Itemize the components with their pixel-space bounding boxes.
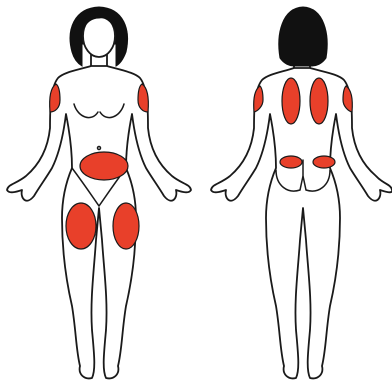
back-left-upper-back-marker bbox=[282, 78, 300, 124]
back-body-outline bbox=[211, 68, 392, 378]
back-right-upper-back-marker bbox=[310, 78, 328, 124]
front-body-outline bbox=[7, 66, 191, 378]
back-left-lower-back-marker bbox=[280, 156, 302, 168]
back-right-lower-back-marker bbox=[313, 156, 335, 168]
front-figure bbox=[7, 7, 191, 378]
front-abdomen-marker bbox=[80, 152, 128, 180]
back-figure bbox=[211, 7, 392, 378]
front-right-upper-arm-marker bbox=[138, 84, 148, 112]
front-left-thigh-marker bbox=[66, 203, 96, 249]
front-right-thigh-marker bbox=[113, 203, 139, 249]
front-left-upper-arm-marker bbox=[50, 84, 60, 112]
back-hair bbox=[279, 7, 327, 66]
